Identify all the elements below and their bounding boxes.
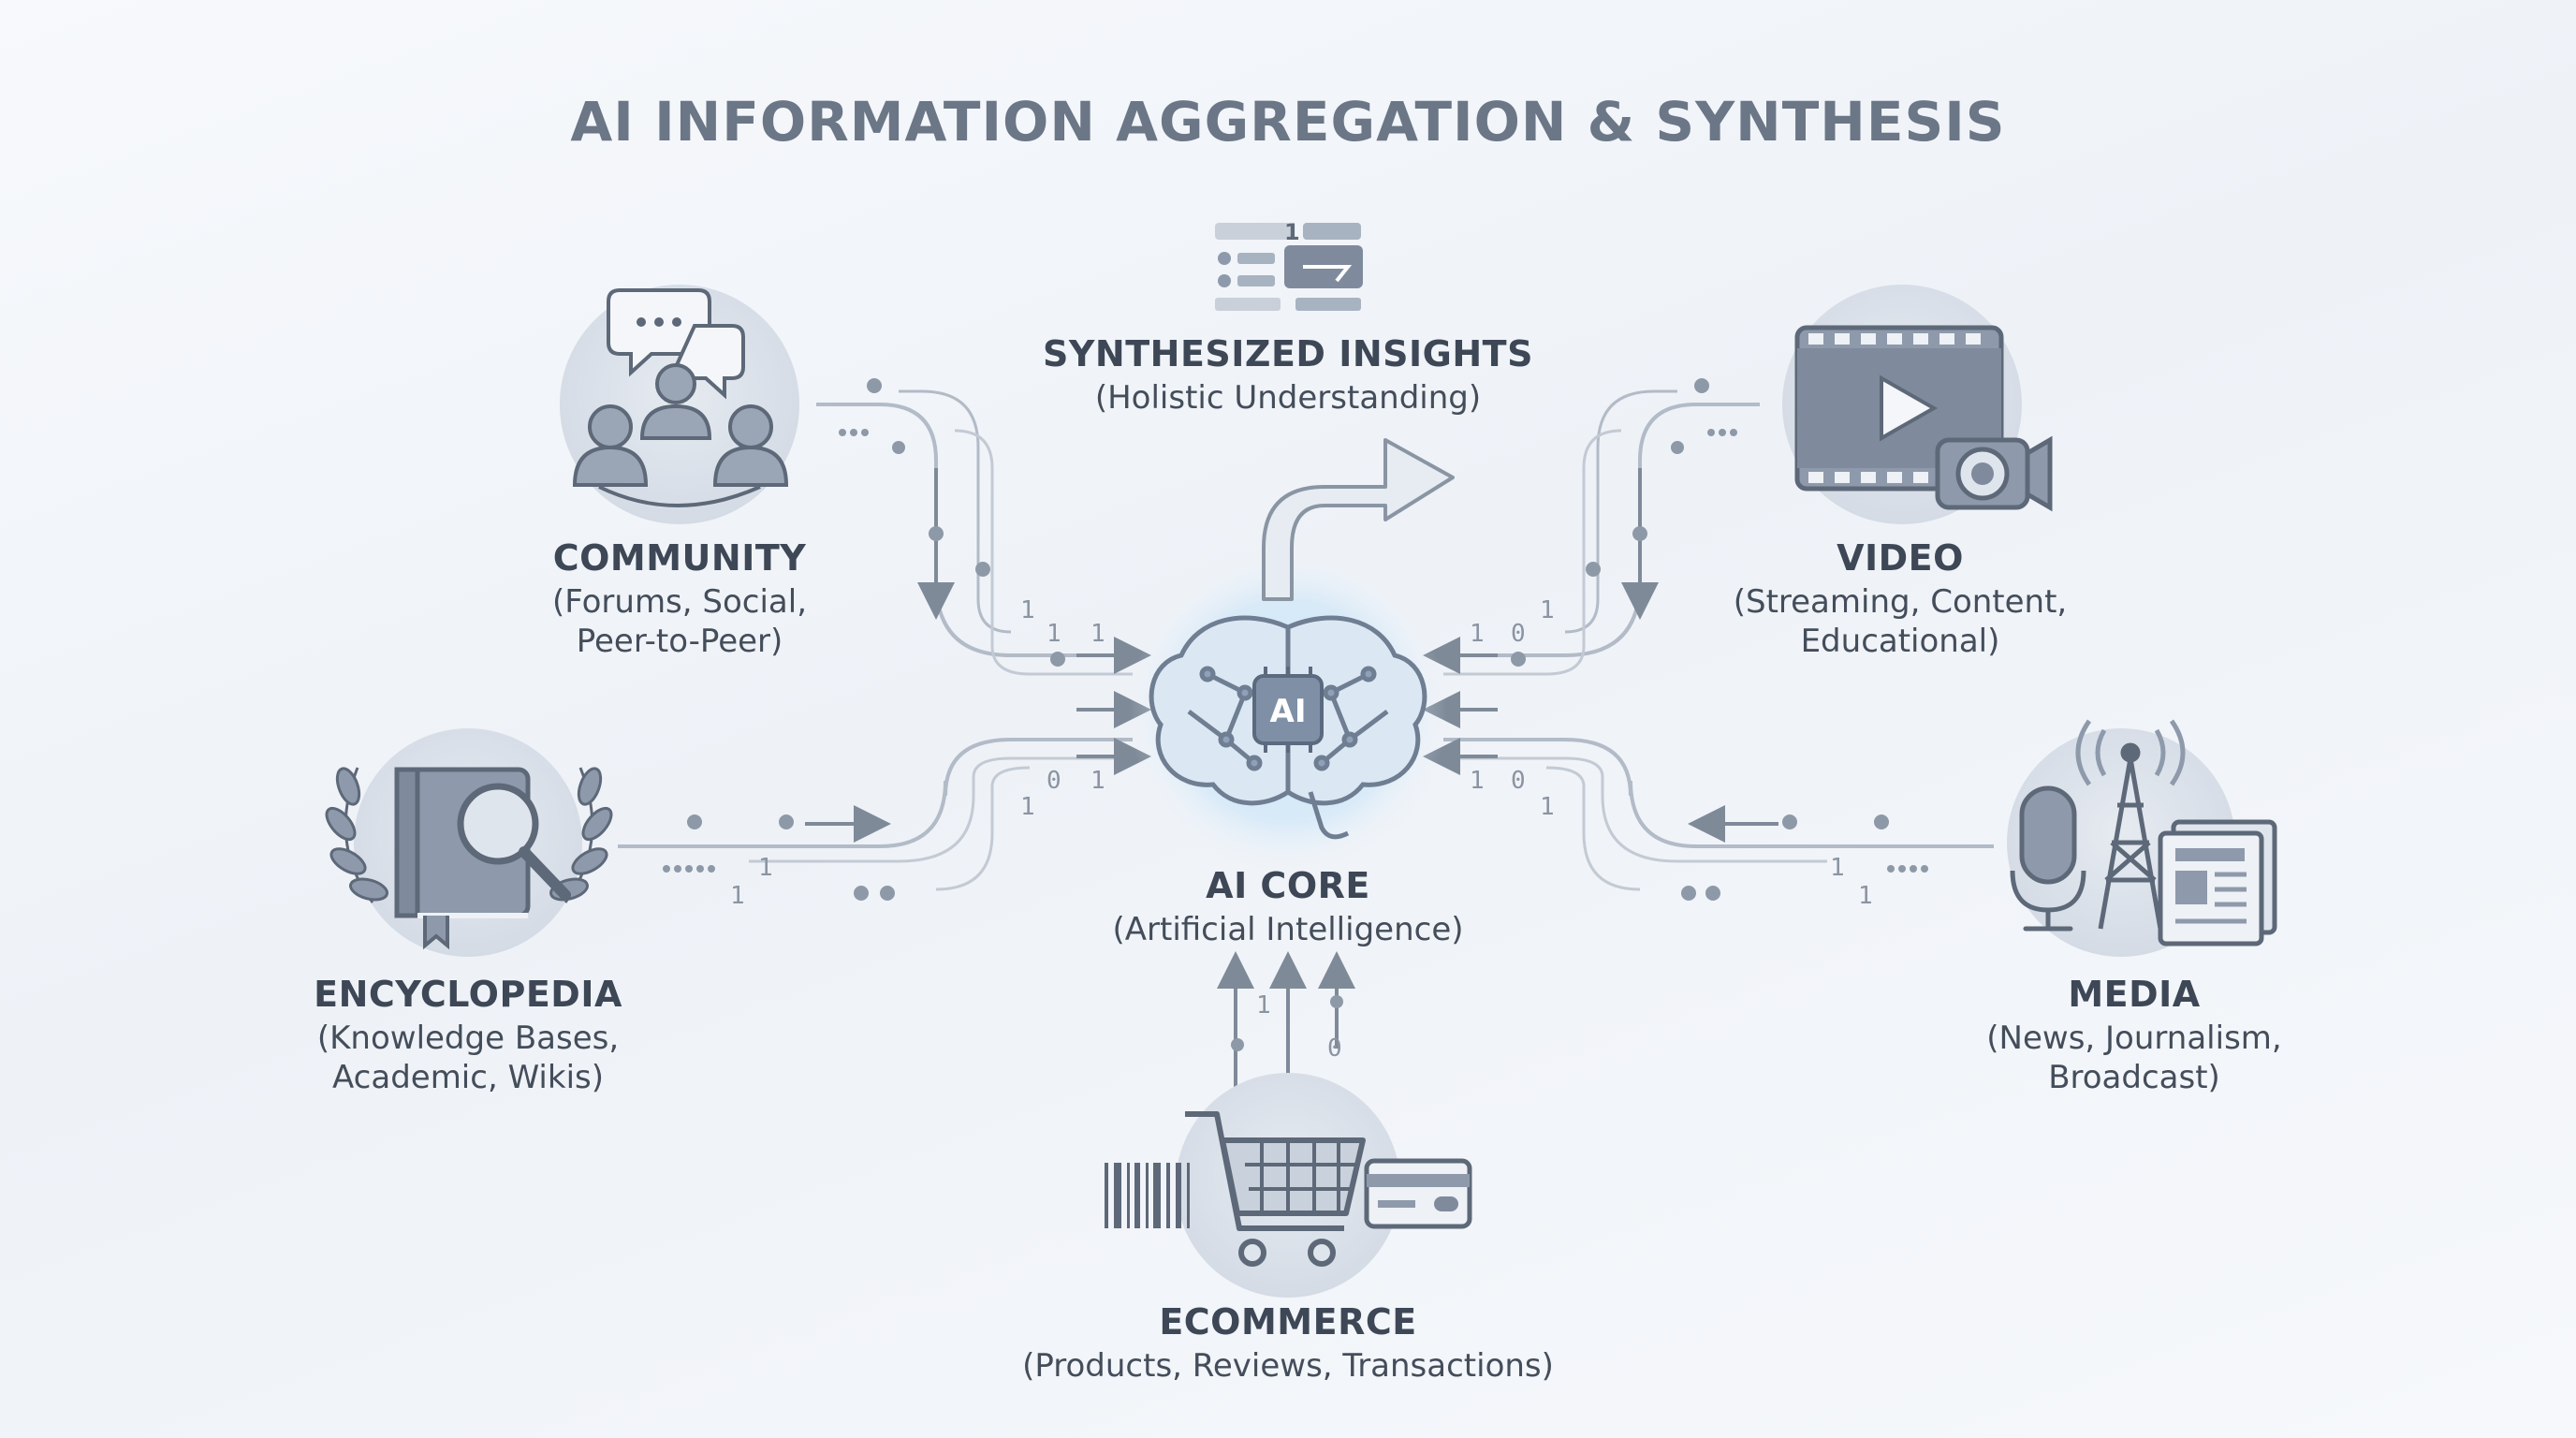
svg-text:1: 1 bbox=[1020, 793, 1035, 821]
output-arrow-icon bbox=[1262, 438, 1455, 601]
magnifier-icon bbox=[457, 783, 571, 901]
encyclopedia-label: ENCYCLOPEDIA (Knowledge Bases, Academic,… bbox=[187, 974, 749, 1097]
svg-text:0: 0 bbox=[1327, 1034, 1342, 1063]
svg-text:1: 1 bbox=[1830, 854, 1845, 882]
data-dots bbox=[663, 378, 1928, 1051]
ai-core-desc-line-1: (Artificial Intelligence) bbox=[1112, 911, 1464, 948]
ai-core-name: AI CORE bbox=[1206, 865, 1370, 906]
encyclopedia-desc-line-1: (Knowledge Bases, bbox=[316, 1020, 620, 1057]
ai-core-label: AI CORE (Artificial Intelligence) bbox=[1007, 865, 1569, 949]
svg-text:1: 1 bbox=[1046, 620, 1061, 648]
ecommerce-label: ECOMMERCE (Products, Reviews, Transactio… bbox=[960, 1301, 1616, 1386]
ecommerce-name: ECOMMERCE bbox=[1159, 1301, 1417, 1343]
ai-chip-label: AI bbox=[1270, 693, 1307, 730]
video-name: VIDEO bbox=[1837, 537, 1964, 579]
insights-icon: 1 bbox=[1215, 219, 1363, 311]
svg-text:1: 1 bbox=[1090, 620, 1105, 648]
ai-core-node: AI bbox=[1129, 552, 1447, 871]
page-title: AI INFORMATION AGGREGATION & SYNTHESIS bbox=[570, 90, 2006, 154]
video-desc-line-1: (Streaming, Content, bbox=[1733, 583, 2068, 621]
media-node bbox=[2007, 719, 2277, 957]
svg-text:1: 1 bbox=[1020, 596, 1035, 624]
community-desc-line-2: Peer-to-Peer) bbox=[576, 623, 783, 660]
svg-text:1: 1 bbox=[1470, 767, 1485, 795]
shopping-cart-icon bbox=[1185, 1111, 1366, 1267]
media-desc-line-2: Broadcast) bbox=[2048, 1059, 2220, 1096]
community-label: COMMUNITY (Forums, Social, Peer-to-Peer) bbox=[399, 537, 960, 661]
svg-text:1: 1 bbox=[1470, 620, 1485, 648]
svg-text:1: 1 bbox=[1090, 767, 1105, 795]
insights-label: SYNTHESIZED INSIGHTS (Holistic Understan… bbox=[1007, 333, 1569, 418]
encyclopedia-desc-line-2: Academic, Wikis) bbox=[332, 1059, 604, 1096]
insights-desc-line-1: (Holistic Understanding) bbox=[1094, 379, 1482, 417]
laurel-icon bbox=[325, 767, 613, 903]
community-node bbox=[560, 285, 799, 524]
community-name: COMMUNITY bbox=[552, 537, 807, 579]
community-desc-line-1: (Forums, Social, bbox=[552, 583, 807, 621]
svg-text:1: 1 bbox=[1858, 882, 1873, 910]
svg-text:0: 0 bbox=[1511, 767, 1526, 795]
svg-text:1: 1 bbox=[1284, 219, 1300, 245]
media-desc-line-1: (News, Journalism, bbox=[1986, 1020, 2282, 1057]
microphone-icon bbox=[2010, 785, 2086, 932]
ecommerce-node bbox=[1105, 1073, 1472, 1298]
encyclopedia-name: ENCYCLOPEDIA bbox=[314, 974, 622, 1015]
play-icon bbox=[1880, 374, 1939, 442]
broadcast-tower-icon bbox=[2075, 719, 2186, 930]
video-node bbox=[1782, 285, 2053, 524]
svg-text:1: 1 bbox=[1540, 793, 1555, 821]
newspaper-icon bbox=[2158, 819, 2277, 946]
video-label: VIDEO (Streaming, Content, Educational) bbox=[1619, 537, 2181, 661]
connector-lines bbox=[618, 389, 1994, 891]
svg-text:0: 0 bbox=[1046, 767, 1061, 795]
media-label: MEDIA (News, Journalism, Broadcast) bbox=[1853, 974, 2415, 1097]
camera-icon bbox=[1935, 435, 2053, 512]
svg-text:1: 1 bbox=[758, 854, 773, 882]
people-group-icon bbox=[572, 363, 789, 507]
encyclopedia-node bbox=[325, 728, 613, 957]
svg-text:1: 1 bbox=[730, 882, 745, 910]
video-desc-line-2: Educational) bbox=[1800, 623, 2000, 660]
credit-card-icon bbox=[1364, 1158, 1472, 1229]
insights-name: SYNTHESIZED INSIGHTS bbox=[1043, 333, 1533, 374]
svg-text:1: 1 bbox=[1540, 596, 1555, 624]
svg-text:0: 0 bbox=[1511, 620, 1526, 648]
barcode-icon bbox=[1105, 1163, 1190, 1228]
ecommerce-desc-line-1: (Products, Reviews, Transactions) bbox=[1022, 1347, 1554, 1385]
ai-chip-icon: AI bbox=[1252, 667, 1324, 753]
svg-text:1: 1 bbox=[1256, 991, 1271, 1020]
media-name: MEDIA bbox=[2068, 974, 2201, 1015]
